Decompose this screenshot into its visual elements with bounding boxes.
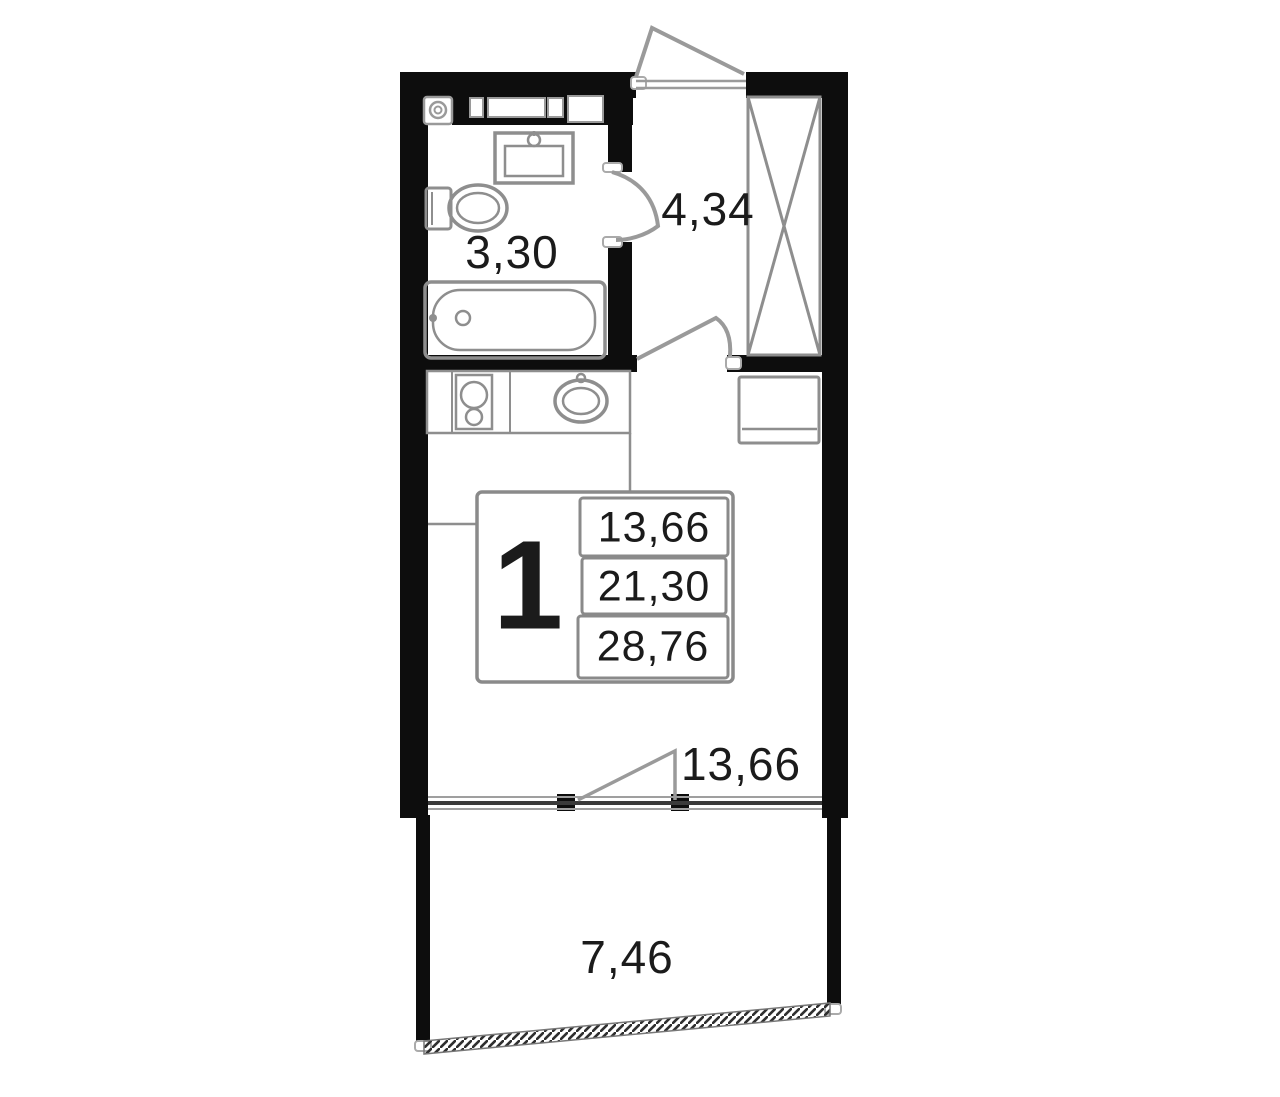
hallway-bottom-wall <box>727 355 822 372</box>
radiator-icon <box>737 375 821 445</box>
interior-door-swing-icon <box>636 315 733 361</box>
left-wall <box>400 72 428 818</box>
entrance-door-icon <box>634 25 746 90</box>
right-wall <box>822 72 848 818</box>
balcony-glazing-icon <box>423 1002 831 1055</box>
stove-icon <box>454 373 494 431</box>
wardrobe-icon <box>746 95 822 357</box>
bathroom-sink-icon <box>493 131 575 185</box>
balcony-area-label: 7,46 <box>580 931 674 983</box>
bathroom-partition-lower <box>608 242 632 355</box>
window-wall <box>428 796 822 810</box>
shelf-niches-icon <box>469 95 604 123</box>
living-area-value: 13,66 <box>597 503 711 552</box>
kitchen-sink-icon <box>553 372 609 424</box>
unit-info-card <box>428 433 735 684</box>
washing-machine-icon <box>422 95 454 126</box>
toilet-icon <box>424 183 509 233</box>
balcony-right-wall <box>827 810 841 1008</box>
bathroom-door-swing-icon <box>611 170 661 242</box>
top-wall-left <box>400 72 636 98</box>
overall-area-value: 28,76 <box>596 622 710 671</box>
total-area-value: 21,30 <box>597 562 711 611</box>
living-room-area-label: 13,66 <box>680 738 802 790</box>
bathroom-area-label: 3,30 <box>465 226 559 278</box>
balcony-left-wall <box>416 815 430 1045</box>
balcony-door-swing-icon <box>577 748 677 802</box>
rooms-count-label: 1 <box>492 514 564 656</box>
bathtub-icon <box>423 280 607 360</box>
hallway-area-label: 4,34 <box>661 183 755 235</box>
hall-door-jamb-cap <box>725 356 742 370</box>
kitchen-counter <box>425 369 632 435</box>
